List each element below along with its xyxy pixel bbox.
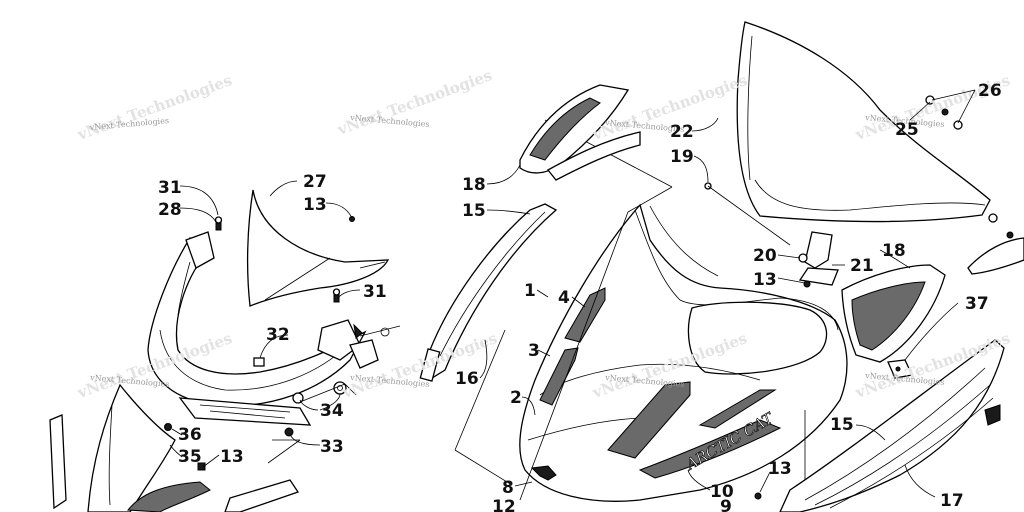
cowl-mount [185, 231, 215, 269]
right-side-panel [779, 339, 1005, 512]
leader-lines [169, 89, 976, 498]
inner-windscreen [246, 189, 390, 307]
callout-2: 2 [510, 388, 522, 408]
right-edge-panel [967, 237, 1024, 275]
hood-vent-mesh-3 [539, 347, 579, 406]
callout-27: 27 [303, 172, 327, 192]
callout-12: 12 [492, 497, 516, 512]
callout-33: 33 [320, 437, 344, 457]
callout-3: 3 [528, 341, 540, 361]
callout-9: 9 [720, 497, 732, 512]
svg-text:vNext Technologies: vNext Technologies [74, 71, 234, 144]
windshield [736, 21, 991, 223]
hood-vent-mesh-4 [564, 287, 606, 343]
callout-34: 34 [320, 401, 344, 421]
dash-cowl [147, 236, 367, 407]
callout-22: 22 [670, 122, 694, 142]
left-side-panel [87, 383, 176, 512]
windshield-bracket [804, 231, 833, 269]
callout-8: 8 [502, 478, 514, 498]
left-side-trim [429, 203, 558, 380]
callout-26: 26 [978, 81, 1002, 101]
callout-36: 36 [178, 425, 202, 445]
callout-1: 1 [524, 281, 536, 301]
left-trim-strip [49, 414, 67, 510]
callout-13-a: 13 [303, 195, 327, 215]
callout-25: 25 [895, 120, 919, 140]
callout-28: 28 [158, 200, 182, 220]
callout-18-right: 18 [882, 241, 906, 261]
callout-15-left: 15 [462, 201, 486, 221]
svg-text:vNext Technologies: vNext Technologies [334, 66, 494, 139]
callout-31-top: 31 [158, 178, 182, 198]
headlight-opening [687, 301, 828, 375]
callout-32: 32 [266, 325, 290, 345]
callout-4: 4 [558, 288, 570, 308]
callout-13-b: 13 [220, 447, 244, 467]
latch-part [317, 319, 361, 361]
dash-cowl-rim [159, 329, 349, 391]
callout-35: 35 [178, 447, 202, 467]
callout-21: 21 [850, 256, 874, 276]
hood-lower-grille [638, 419, 782, 479]
callout-10: 10 [710, 482, 734, 502]
left-lower-mesh [127, 481, 211, 512]
callout-18-left: 18 [462, 175, 486, 195]
callout-13-d: 13 [753, 270, 777, 290]
callout-labels: 31 28 27 13 31 32 34 33 36 35 13 18 15 1… [158, 81, 1002, 512]
cat-logo [530, 465, 557, 481]
hood-front-mesh [698, 389, 777, 429]
callout-13-c: 13 [768, 459, 792, 479]
callout-16: 16 [455, 369, 479, 389]
hood-side-mesh [607, 381, 691, 459]
callout-17: 17 [940, 491, 964, 511]
callout-19: 19 [670, 147, 694, 167]
callout-15-right: 15 [830, 415, 854, 435]
lower-bracket [178, 397, 312, 426]
callout-37: 37 [965, 294, 989, 314]
callout-31: 31 [363, 282, 387, 302]
callout-20: 20 [753, 246, 777, 266]
